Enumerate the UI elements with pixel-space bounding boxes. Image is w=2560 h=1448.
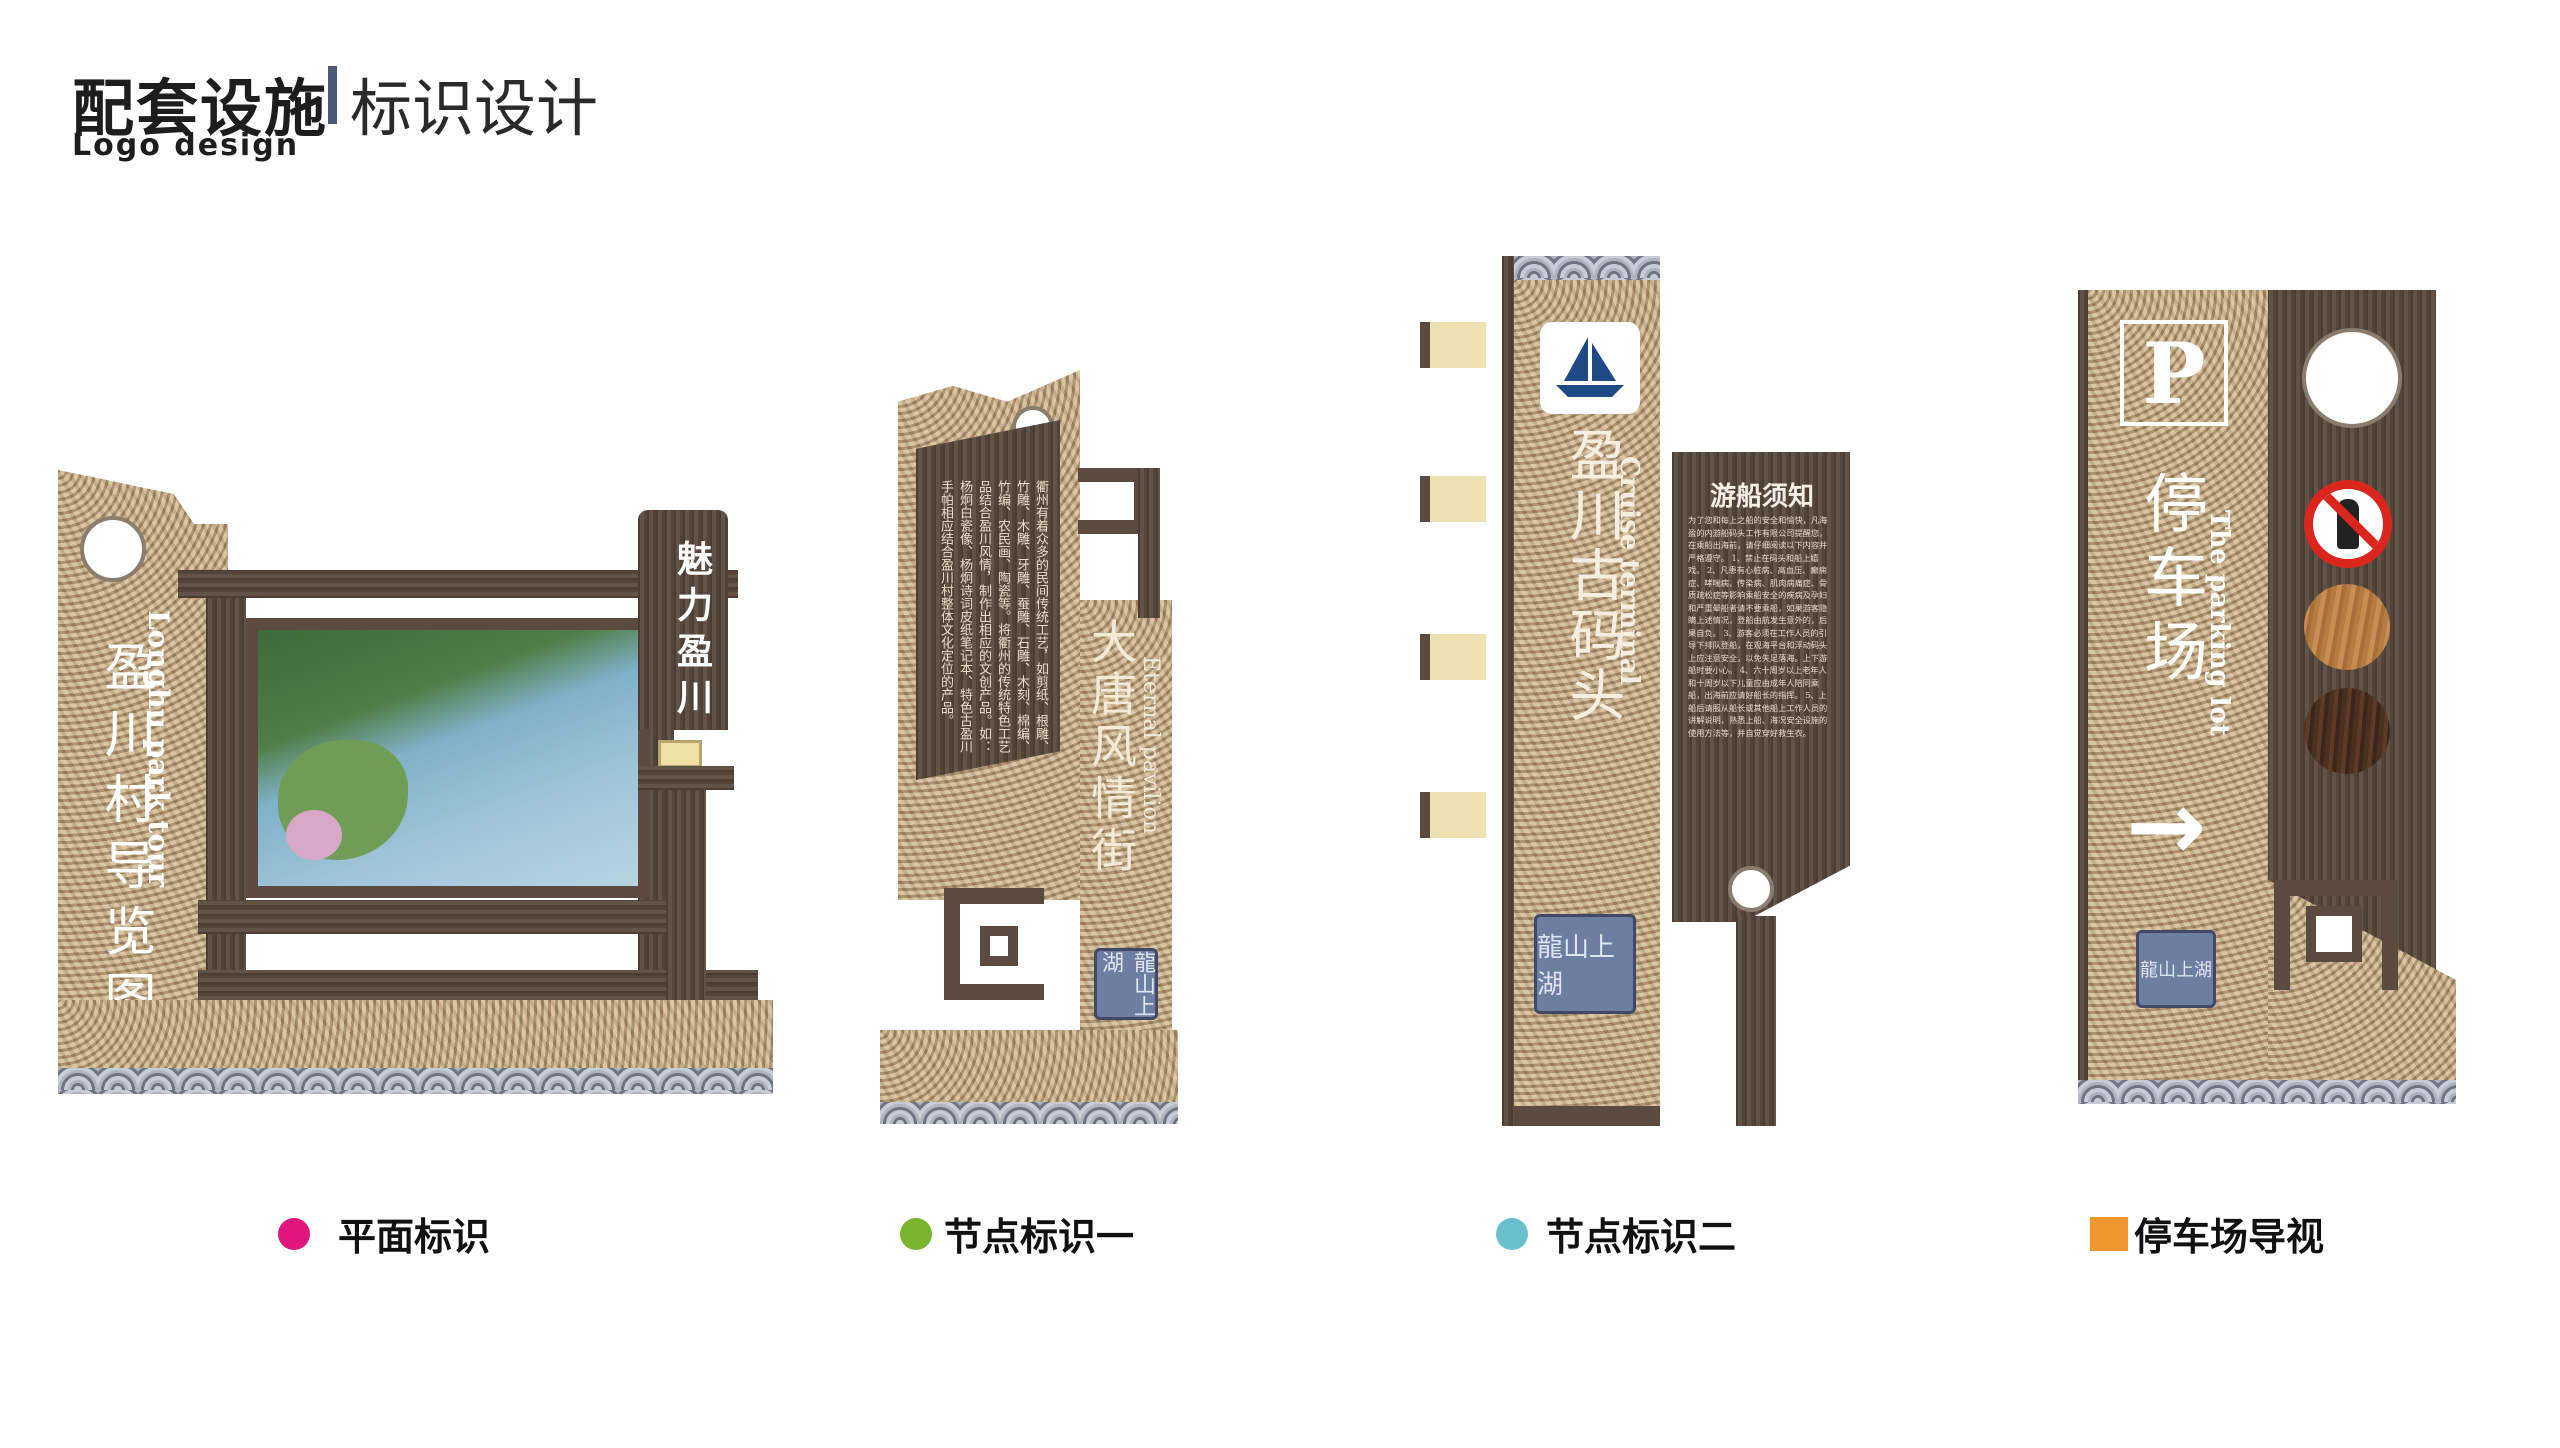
board-title-english: Longhu park tour bbox=[142, 610, 175, 888]
direction-arrow: → bbox=[2126, 770, 2207, 882]
sign-node-two: 盈川古码头 Cruise terminal 龍山上湖 游船须知 为了您和每上之船… bbox=[1410, 256, 1870, 1136]
node-title: 大唐风情街 bbox=[1084, 618, 1138, 878]
terminal-title-english: Cruise terminal bbox=[1614, 456, 1644, 685]
caption-label: 节点标识一 bbox=[944, 1215, 1135, 1259]
rope-base bbox=[58, 1000, 773, 1068]
seal-logo: 龍山上湖 bbox=[1534, 914, 1636, 1014]
parking-title-english: The parking lot bbox=[2204, 510, 2234, 736]
wave-band bbox=[58, 1068, 773, 1094]
title-divider bbox=[328, 66, 337, 124]
scroll-ornament-inner bbox=[980, 926, 1018, 966]
sailboat-icon bbox=[1556, 337, 1624, 397]
board-body-text: 衢州有着众多的民间传统工艺，如剪纸、根雕、竹雕、木雕、牙雕、蚕雕、石雕、木刻、棉… bbox=[938, 480, 1048, 753]
caption-1: 平面标识 bbox=[278, 1206, 490, 1261]
board-title-vertical: 盈川村导览图 bbox=[95, 640, 155, 1036]
map-plaza bbox=[286, 810, 342, 860]
seal-text: 龍山上湖 bbox=[1537, 933, 1616, 1000]
wave-band bbox=[2078, 1080, 2456, 1104]
seal-text: 龍山上湖 bbox=[1098, 951, 1155, 1017]
terminal-title: 盈川古码头 bbox=[1560, 426, 1625, 726]
title-post-arm bbox=[638, 766, 734, 790]
legend-dot-green bbox=[900, 1217, 932, 1250]
legend-dot-cyan bbox=[1496, 1217, 1528, 1250]
caption-label: 平面标识 bbox=[338, 1215, 491, 1259]
caption-3: 节点标识二 bbox=[1496, 1206, 1736, 1261]
parking-title: 停车场 bbox=[2133, 470, 2207, 692]
node-title-english: Eternal pavilion bbox=[1138, 656, 1163, 834]
sign-node-one: 衢州有着众多的民间传统工艺，如剪纸、根雕、竹雕、木雕、牙雕、蚕雕、石雕、木刻、棉… bbox=[880, 370, 1210, 1130]
parking-letter: P bbox=[2142, 323, 2206, 423]
title-post-stem bbox=[666, 790, 706, 1000]
page-subtitle: 标识设计 bbox=[350, 72, 599, 145]
notice-title: 游船须知 bbox=[1709, 482, 1814, 512]
scroll-ornament-inner bbox=[2306, 906, 2362, 962]
text-board bbox=[916, 420, 1060, 780]
sailboat-logo bbox=[1540, 322, 1640, 414]
wave-band bbox=[880, 1102, 1178, 1124]
notice-board bbox=[1672, 452, 1850, 922]
no-pedestrian-icon bbox=[2304, 480, 2392, 568]
seal-logo: 龍山上湖 bbox=[2136, 930, 2216, 1008]
panel-title: 魅力盈川 bbox=[671, 540, 713, 724]
round-light-icon bbox=[1728, 866, 1774, 912]
peg-4 bbox=[1420, 792, 1486, 838]
sign-parking: P 停车场 The parking lot → 龍山上湖 bbox=[2078, 290, 2456, 1114]
seal-text: 龍山上湖 bbox=[2140, 960, 2212, 981]
frame-post-left bbox=[206, 570, 246, 1000]
frame-bottom-beam bbox=[198, 900, 678, 934]
wave-band-top bbox=[1514, 256, 1660, 280]
sign-map-board: 盈川村导览图 Longhu park tour 魅力盈川 bbox=[58, 470, 778, 1125]
pillar-bottom-band bbox=[1514, 1106, 1660, 1126]
seal-logo: 龍山上湖 bbox=[1094, 948, 1158, 1020]
rope-base bbox=[880, 1030, 1178, 1102]
scroll-post-top bbox=[1138, 468, 1160, 618]
title-post-clasp bbox=[658, 740, 702, 768]
peg-3 bbox=[1420, 634, 1486, 680]
notice-body: 为了您和每上之船的安全和愉快，凡海盈的内游船码头工作有限公司提醒您，在乘船出海前… bbox=[1688, 515, 1828, 738]
legend-dot-magenta bbox=[278, 1217, 310, 1250]
page-title-english: Logo design bbox=[72, 128, 300, 163]
peg-2 bbox=[1420, 476, 1486, 522]
wood-sample-dark bbox=[2304, 688, 2390, 774]
wood-sample-light bbox=[2304, 584, 2390, 670]
parking-p-box: P bbox=[2120, 320, 2228, 426]
scroll-ornament-bottom bbox=[944, 888, 1044, 1000]
caption-2: 节点标识一 bbox=[900, 1206, 1134, 1261]
caption-label: 停车场导视 bbox=[2134, 1215, 2325, 1259]
caption-label: 节点标识二 bbox=[1546, 1215, 1737, 1259]
title-post bbox=[638, 510, 728, 730]
map-panel bbox=[246, 618, 650, 898]
page-title: 配套设施 bbox=[72, 72, 329, 145]
scroll-ornament bbox=[2274, 880, 2398, 990]
peg-1 bbox=[1420, 322, 1486, 368]
notice-stem bbox=[1736, 916, 1776, 1126]
round-light-icon bbox=[2302, 328, 2402, 428]
caption-4: 停车场导视 bbox=[2090, 1206, 2324, 1261]
round-light-icon bbox=[80, 516, 146, 582]
legend-square-orange bbox=[2090, 1216, 2128, 1251]
frame-base-beam bbox=[198, 970, 758, 1002]
